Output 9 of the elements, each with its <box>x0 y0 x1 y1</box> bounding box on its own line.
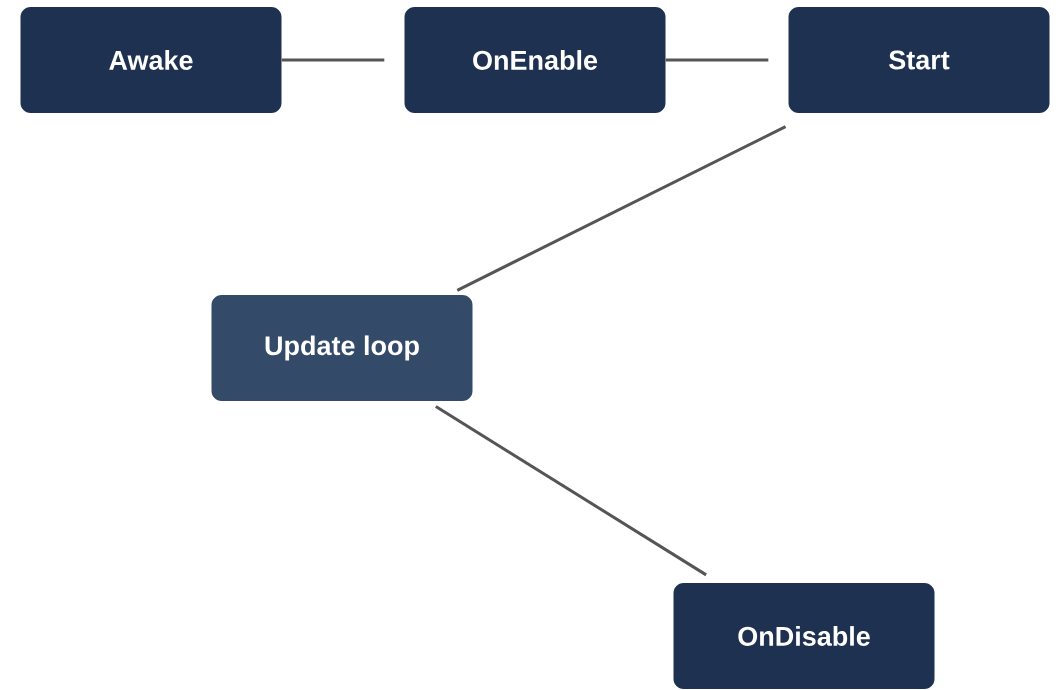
connector-line <box>281 58 385 62</box>
process-box: OnDisable <box>673 583 935 689</box>
connector-line <box>456 125 787 292</box>
connector-line <box>665 58 769 62</box>
connector-line <box>435 405 707 577</box>
process-box: Update loop <box>211 295 473 401</box>
process-box: OnEnable <box>404 7 666 113</box>
process-box: Awake <box>20 7 282 113</box>
process-box: Start <box>788 7 1050 113</box>
